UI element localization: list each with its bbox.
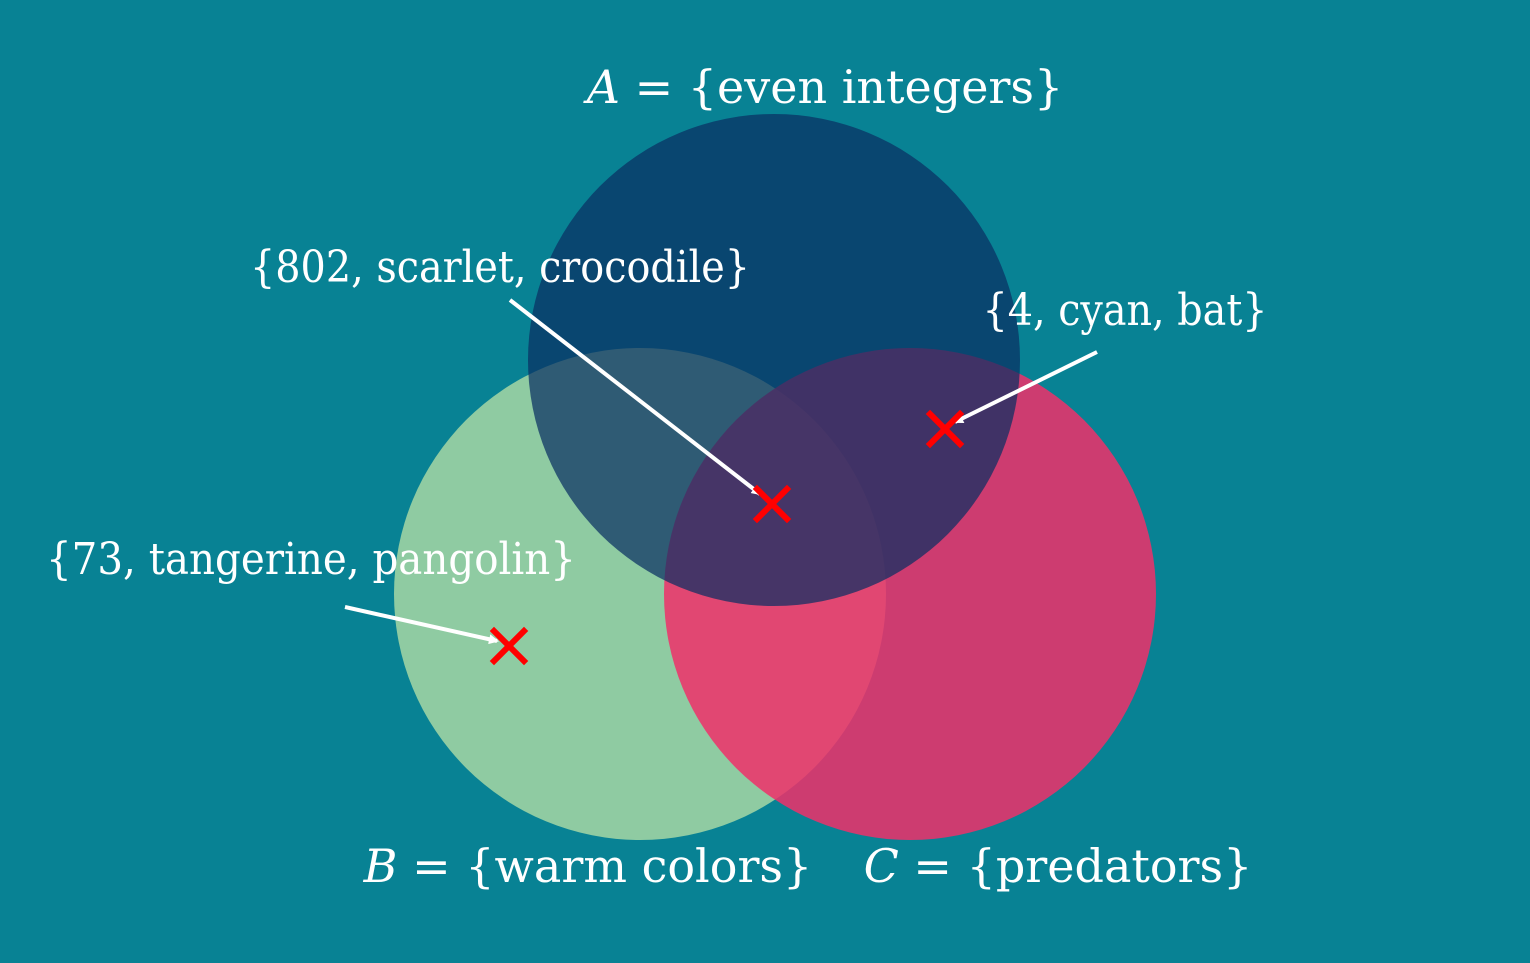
x-mark-icon: [752, 484, 792, 524]
set-a-label: A = {even integers}: [583, 60, 1064, 114]
set-a-circle: [528, 114, 1020, 606]
arrow-to-abc: [508, 298, 762, 496]
element-label-b: {73, tangerine, pangolin}: [46, 534, 576, 585]
arrow-to-b: [344, 605, 499, 645]
set-c-label: C = {predators}: [864, 839, 1253, 893]
x-mark-icon: [925, 409, 965, 449]
arrow-to-ac: [953, 350, 1098, 424]
element-label-ac: {4, cyan, bat}: [983, 285, 1268, 336]
element-label-abc: {802, scarlet, crocodile}: [250, 242, 750, 293]
x-mark-icon: [489, 626, 529, 666]
set-b-label: B = {warm colors}: [363, 839, 813, 893]
